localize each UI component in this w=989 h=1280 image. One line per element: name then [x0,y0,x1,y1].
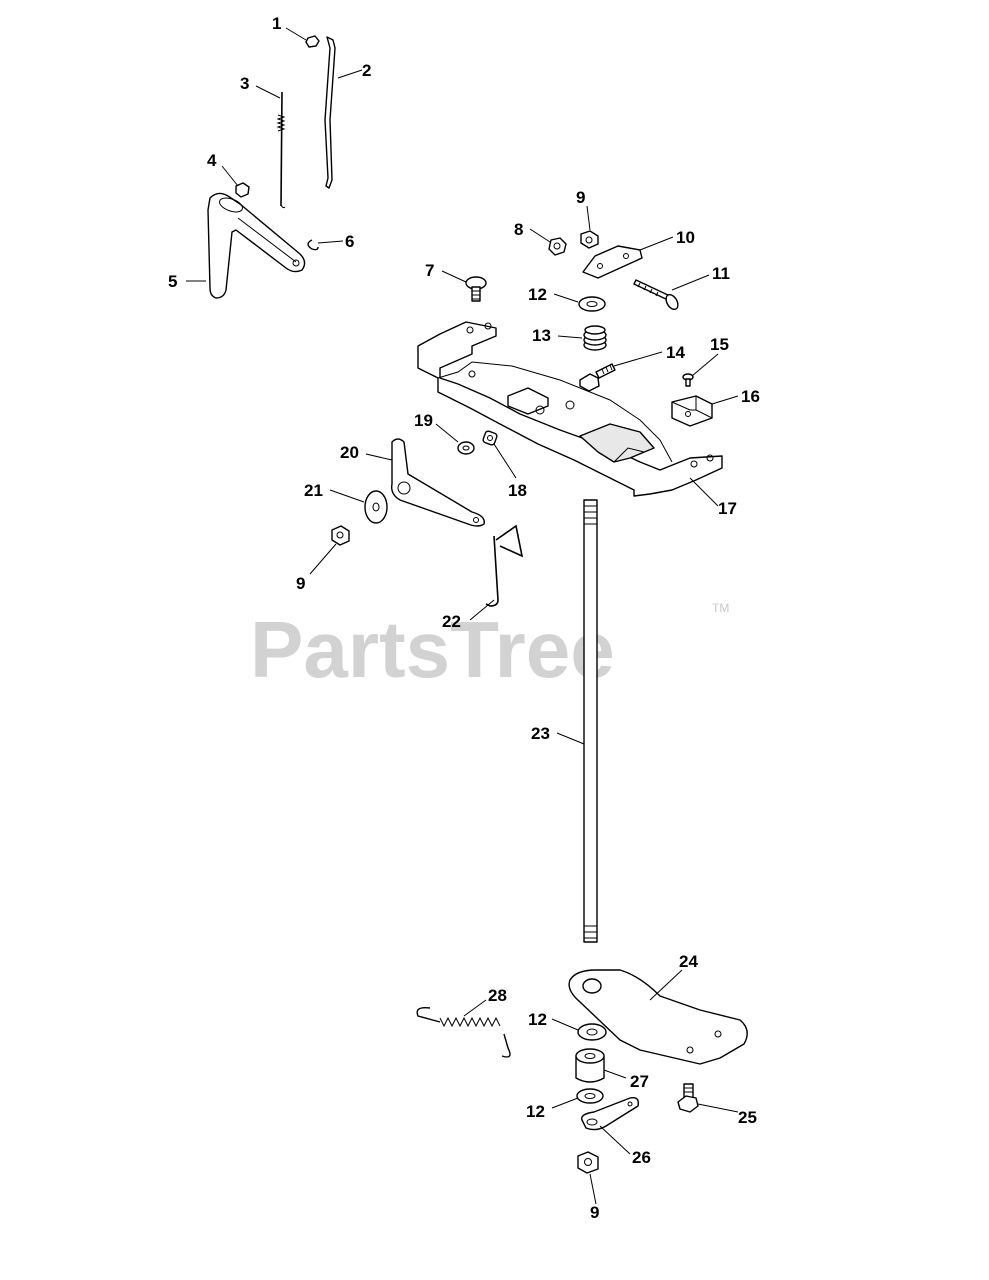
callout-10: 10 [676,228,695,247]
callout-16: 16 [741,387,760,406]
part-28-extension-spring[interactable] [416,1006,511,1058]
callout-17: 17 [718,499,737,518]
callout-14: 14 [666,343,685,362]
part-4-nut[interactable] [235,182,250,198]
callout-24: 24 [679,952,698,971]
callout-4: 4 [207,151,217,170]
callout-labels: 1 2 3 4 5 6 7 8 9 10 11 12 13 14 15 16 1… [168,14,760,1222]
part-22-wire-link[interactable] [485,524,524,607]
callout-18: 18 [508,481,527,500]
callout-23: 23 [531,724,550,743]
part-25-screw[interactable] [677,1083,699,1113]
part-20-lever-arm[interactable] [390,438,485,527]
leader-lines [186,27,739,1205]
part-5-lever[interactable] [207,192,306,299]
part-15-screw[interactable] [682,373,694,387]
part-27-spacer[interactable] [575,1048,605,1083]
part-9-nut-top[interactable] [580,230,599,249]
part-6-clip[interactable] [307,239,319,251]
part-9-nut-bottom[interactable] [577,1151,599,1174]
callout-3: 3 [240,74,249,93]
callout-1: 1 [272,14,281,33]
part-9-nut-middle[interactable] [331,525,350,546]
callout-20: 20 [340,443,359,462]
callout-21: 21 [304,481,323,500]
callout-25: 25 [738,1108,757,1127]
callout-13: 13 [532,326,551,345]
callout-26: 26 [632,1148,651,1167]
watermark-trademark: TM [712,601,729,615]
part-7-screw[interactable] [465,276,487,302]
callout-12-lower: 12 [526,1102,545,1121]
part-19-nut[interactable] [457,441,475,455]
part-18-washer[interactable] [482,430,498,446]
callout-15: 15 [710,335,729,354]
part-23-threaded-rod[interactable] [583,499,598,943]
part-10-bracket[interactable] [582,245,643,279]
part-11-bolt[interactable] [633,279,680,311]
callout-12-middle: 12 [528,1010,547,1029]
callout-9-bottom: 9 [590,1203,599,1222]
part-16-clip[interactable] [671,395,713,427]
part-1-nut[interactable] [305,35,320,48]
callout-12-top: 12 [528,285,547,304]
callout-28: 28 [488,986,507,1005]
callout-19: 19 [414,411,433,430]
part-8-nut[interactable] [548,237,567,256]
callout-7: 7 [425,261,434,280]
callout-9-middle: 9 [296,574,305,593]
callout-22: 22 [442,612,461,631]
callout-9-top: 9 [576,188,585,207]
callout-2: 2 [362,61,371,80]
watermark-logo: PartsTree [250,605,615,694]
callout-27: 27 [630,1072,649,1091]
part-3-spring-rod[interactable] [276,91,286,209]
part-2-rod[interactable] [324,36,336,189]
part-14-bolt[interactable] [579,363,616,392]
callout-11: 11 [712,264,730,283]
part-12-washer-top[interactable] [578,296,606,312]
callout-5: 5 [168,272,177,291]
callout-8: 8 [514,220,523,239]
part-12-washer-lower[interactable] [576,1088,604,1104]
part-13-spring[interactable] [583,325,607,351]
part-21-washer[interactable] [364,490,388,524]
callout-6: 6 [345,232,354,251]
part-26-tab-washer[interactable] [581,1096,640,1131]
part-24-plate[interactable] [568,969,748,1065]
part-17-control-plate[interactable] [417,321,723,497]
part-12-washer-middle[interactable] [577,1023,607,1041]
